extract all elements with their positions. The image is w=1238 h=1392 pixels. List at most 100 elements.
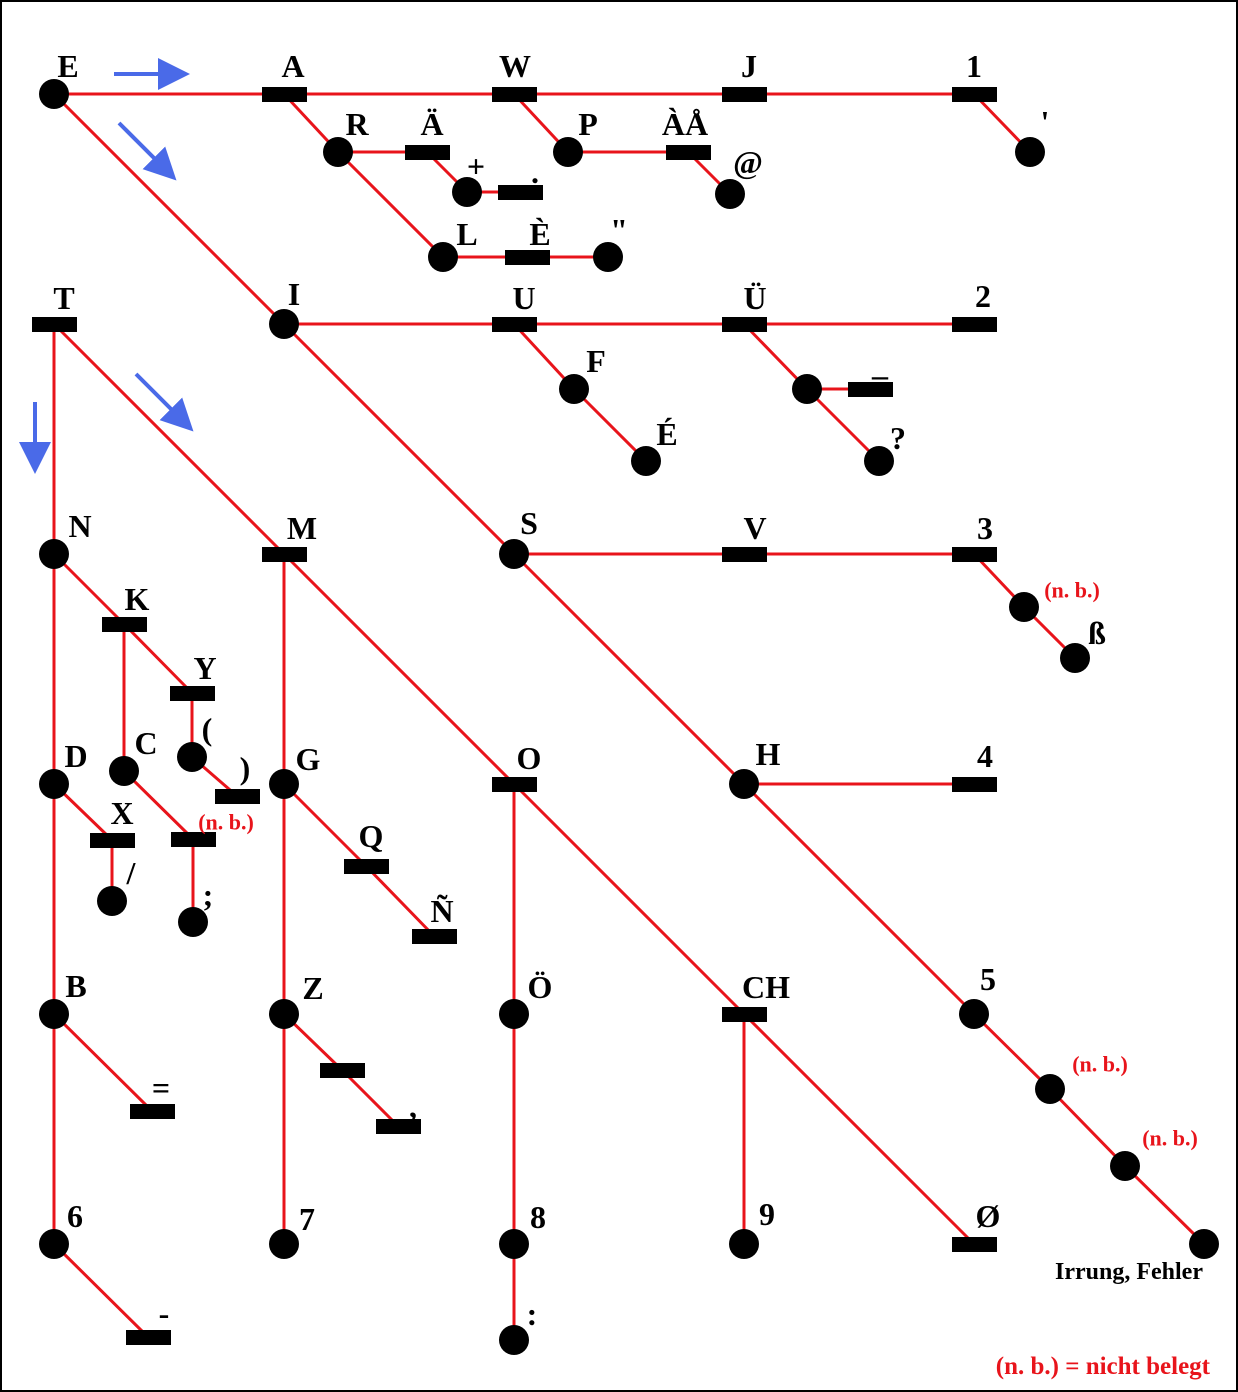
dash-node [722,317,767,332]
dash-node [126,1330,171,1345]
dash-node [376,1119,421,1134]
dot-node [269,769,299,799]
not-assigned-label: (n. b.) [1072,1052,1128,1077]
dash-node [498,185,543,200]
dot-node [178,907,208,937]
arrow-diagonal-icon [134,372,194,432]
node-label: Ø [976,1198,1001,1234]
dot-node [177,742,207,772]
node-label: H [756,736,781,772]
tree-edge [742,1012,976,1246]
node-label: É [656,416,677,452]
dash-node [412,929,457,944]
dot-node [499,1325,529,1355]
node-label: / [126,855,137,891]
dash-node [215,789,260,804]
dash-node [848,382,893,397]
tree-edge [122,622,194,695]
dot-node [269,999,299,1029]
node-label: 4 [977,738,993,774]
node-label: J [741,48,757,84]
node-label: K [125,581,150,617]
node-label: 7 [299,1201,315,1237]
dot-node [559,374,589,404]
dot-node [499,1229,529,1259]
dash-node [32,317,77,332]
dash-node [262,547,307,562]
dot-node [1015,137,1045,167]
node-label: " [610,212,628,248]
dash-node [722,1007,767,1022]
node-label: 9 [759,1196,775,1232]
dash-node [722,547,767,562]
dot-node [631,446,661,476]
tree-edge [52,322,286,556]
node-label: Ü [743,280,766,316]
node-label: W [499,48,531,84]
node-label: D [64,738,87,774]
tree-edge [52,1012,154,1113]
tree-edge [742,782,976,1016]
node-label: G [296,741,321,777]
dash-node [722,87,767,102]
dot-node [39,79,69,109]
not-assigned-label: (n. b.) [1044,578,1100,603]
node-label: R [345,106,369,142]
node-label: P [578,106,598,142]
dash-node [171,832,216,847]
node-label: Irrung, Fehler [1055,1259,1203,1285]
dot-node [109,756,139,786]
dot-node [959,999,989,1029]
dot-node [553,137,583,167]
dot-node [1035,1074,1065,1104]
dot-node [269,309,299,339]
dot-node [452,177,482,207]
node-label: Ñ [430,893,453,929]
node-label: : [527,1296,538,1332]
not-assigned-label: (n. b.) [198,810,254,835]
dot-node [39,999,69,1029]
node-label: T [53,280,74,316]
node-label: I [288,276,300,312]
dash-node [952,87,997,102]
tree-edge [512,552,746,786]
node-label: 5 [980,961,996,997]
dot-node [1009,592,1039,622]
dot-node [39,769,69,799]
node-label: X [110,795,133,831]
dash-node [170,686,215,701]
dot-node [1060,643,1090,673]
node-label: 8 [530,1199,546,1235]
tree-edge [52,1242,150,1339]
dot-node [1189,1229,1219,1259]
node-label: Y [193,650,216,686]
dash-node [952,317,997,332]
dash-node [492,777,537,792]
tree-edge [336,150,445,259]
dot-node [729,769,759,799]
node-label: V [743,510,766,546]
dash-node [952,1237,997,1252]
dash-node [130,1104,175,1119]
node-label: E [57,48,78,84]
dot-node [1110,1151,1140,1181]
dot-node [715,179,745,209]
tree-edge [572,387,648,463]
dash-node [952,777,997,792]
dash-node [492,87,537,102]
node-label: + [467,148,485,184]
dash-node [666,145,711,160]
dash-node [102,617,147,632]
dot-node [499,999,529,1029]
node-label: CH [742,969,790,1005]
node-label: L [456,216,477,252]
tree-edge [364,864,436,938]
node-label: Ö [528,969,553,1005]
dot-node [792,374,822,404]
node-label: - [159,1295,170,1331]
dash-node [320,1063,365,1078]
dot-node [864,446,894,476]
node-label: Q [359,818,384,854]
arrow-diagonal-icon [117,121,177,181]
node-label: A [281,48,304,84]
